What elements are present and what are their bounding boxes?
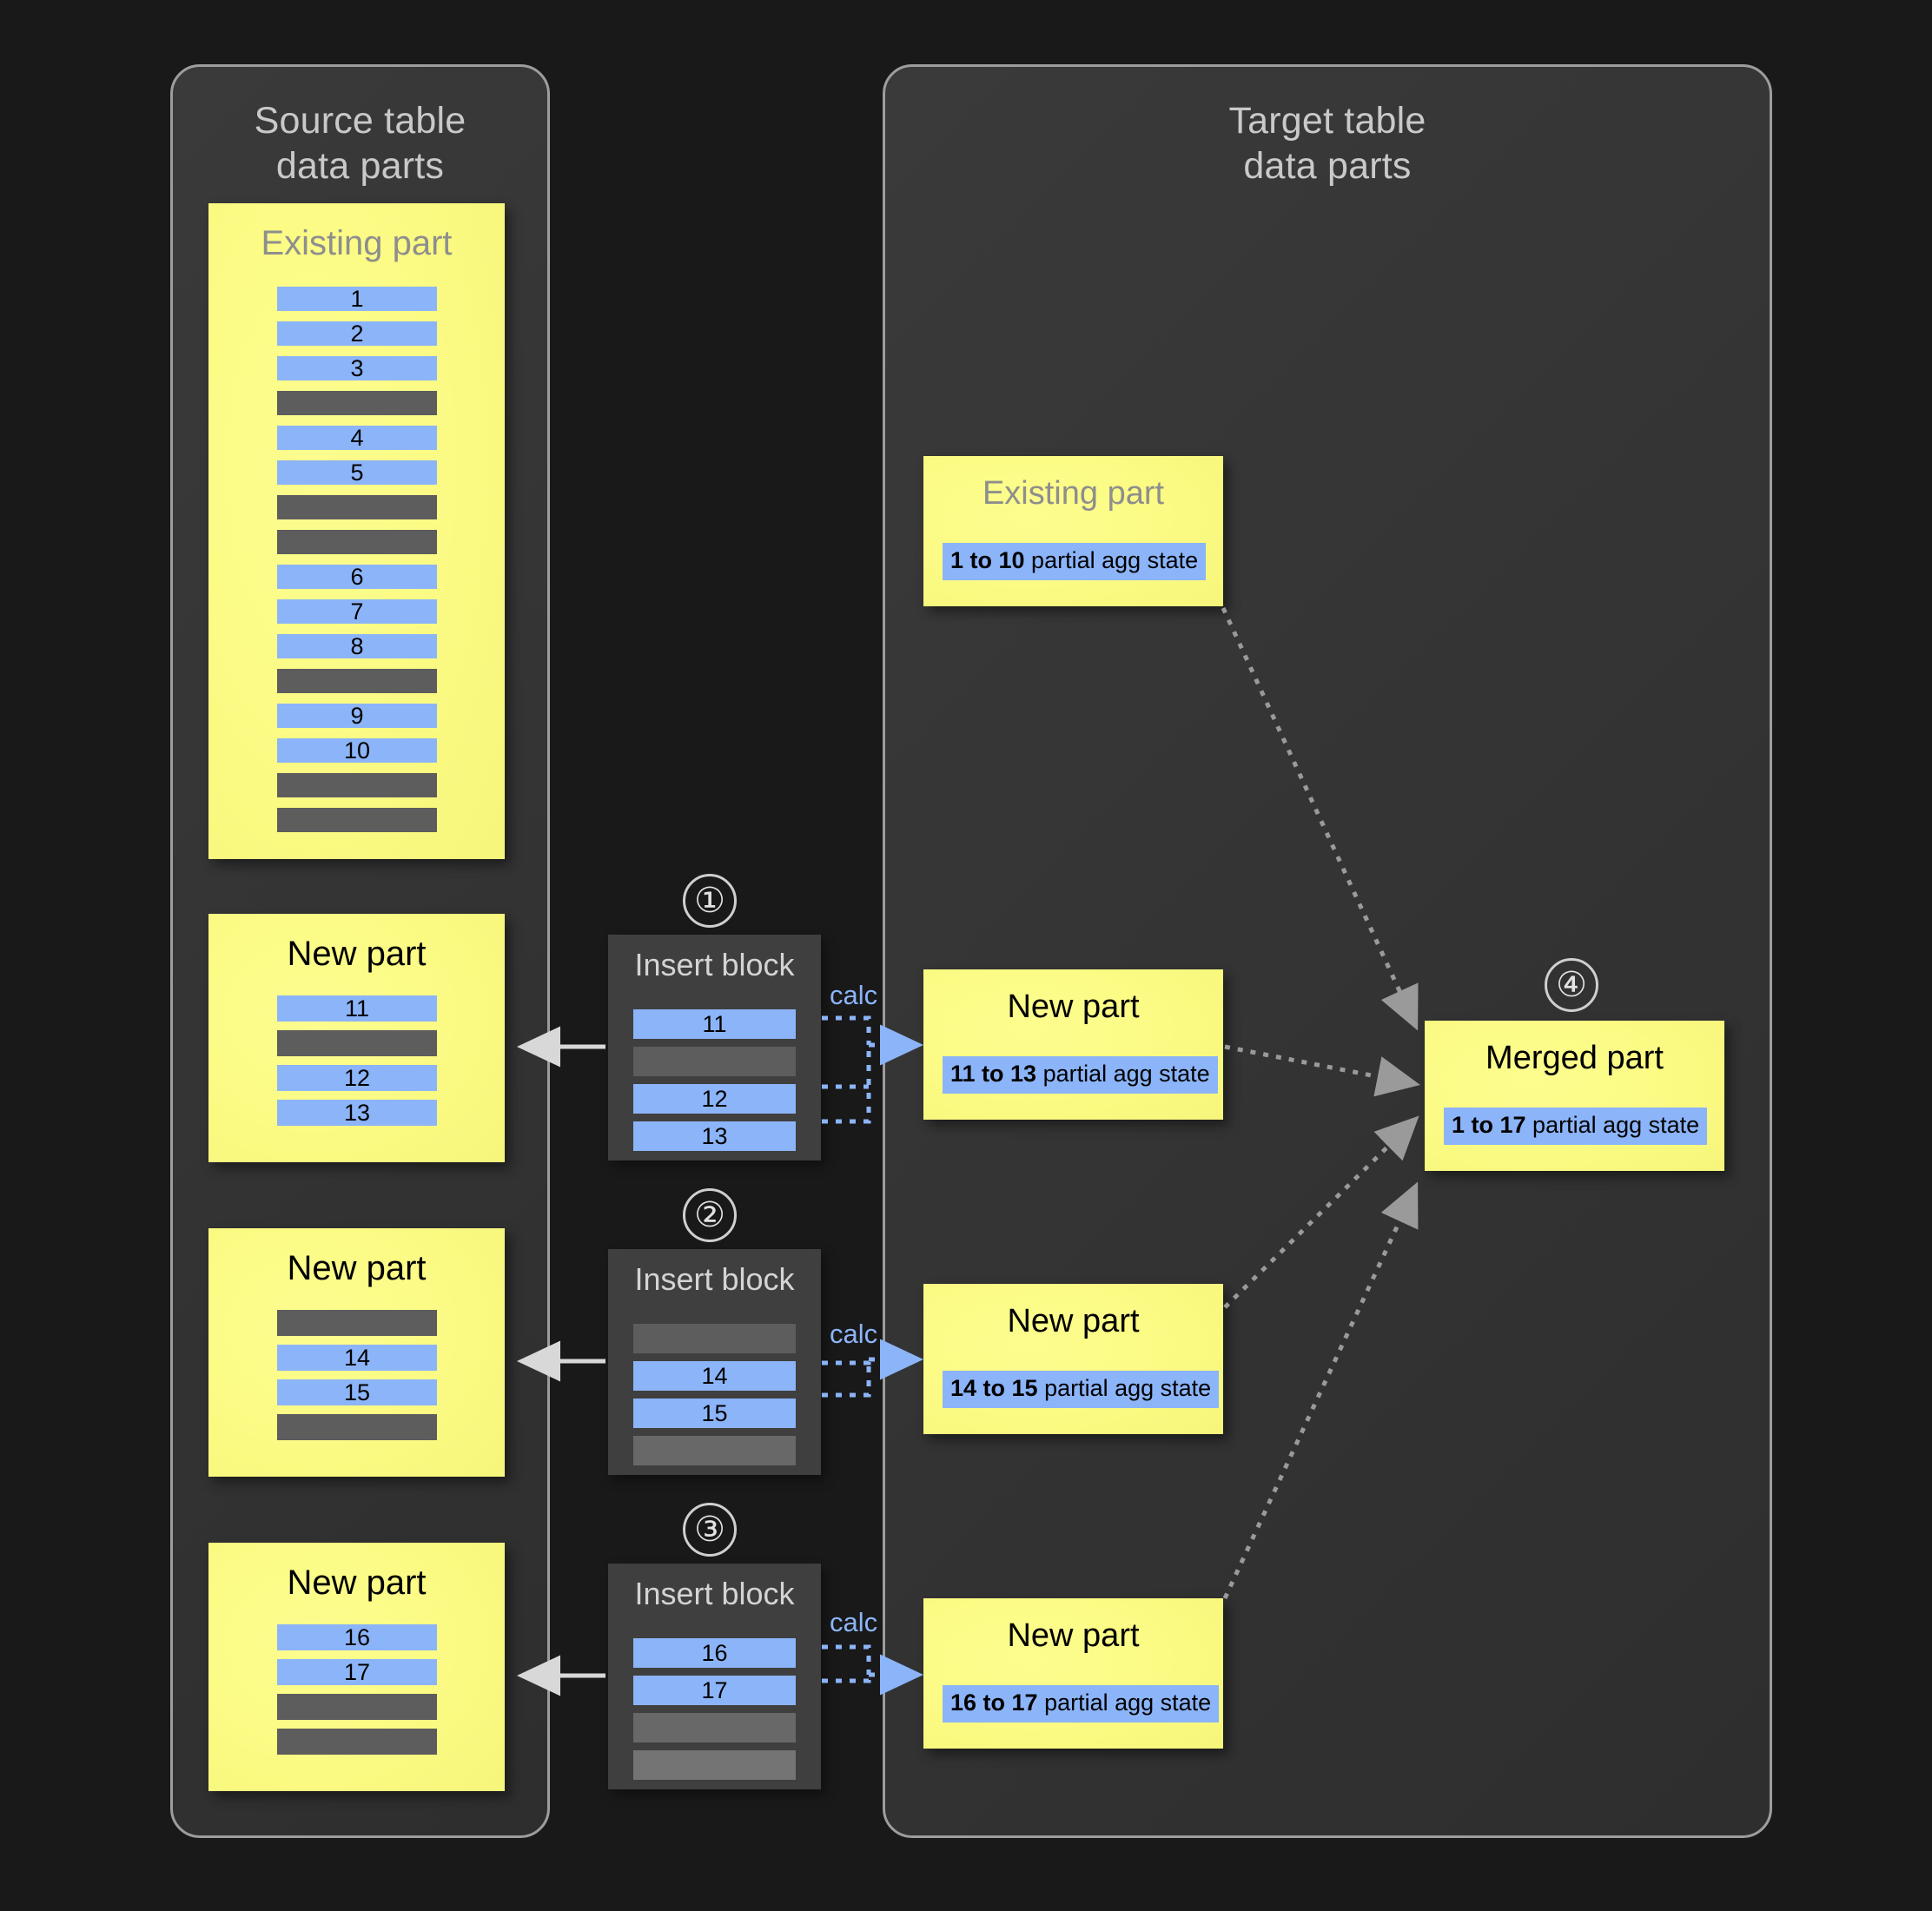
source-new-part-2: New part 14 15 [208,1228,505,1477]
insert-block-3-title: Insert block [634,1576,795,1611]
insert-block-1: Insert block 11 12 13 [608,935,821,1160]
data-row: 2 [277,321,437,346]
target-table-title: Target table data parts [1228,100,1426,188]
target-table-panel: Target table data parts [883,64,1772,1838]
data-row: 12 [277,1065,437,1091]
data-row-empty [277,1694,437,1720]
data-row: 5 [277,460,437,485]
agg-range: 14 to 15 [950,1375,1038,1401]
target-new-part-2-title: New part [1007,1303,1140,1339]
target-new-part-1-agg-chip: 11 to 13 partial agg state [943,1056,1218,1094]
data-row: 14 [277,1345,437,1371]
data-row-empty [633,1436,796,1465]
agg-range: 11 to 13 [950,1061,1037,1087]
insert-block-3: Insert block 16 17 [608,1564,821,1789]
data-row: 4 [277,426,437,450]
target-existing-part: Existing part 1 to 10 partial agg state [923,456,1223,606]
data-row-empty [277,1729,437,1755]
data-row-empty [277,391,437,415]
insert-block-2: Insert block 14 15 [608,1249,821,1475]
agg-range: 1 to 10 [950,547,1025,573]
data-row: 9 [277,704,437,728]
source-table-title: Source table data parts [254,100,466,188]
source-new-part-2-title: New part [287,1249,427,1287]
merged-part: Merged part 1 to 17 partial agg state [1425,1021,1724,1171]
step-3-circle: ③ [683,1503,737,1557]
data-row-empty [633,1750,796,1780]
agg-suffix: partial agg state [1037,1689,1212,1716]
source-new-part-1-title: New part [287,935,427,973]
data-row: 15 [277,1379,437,1405]
target-new-part-2: New part 14 to 15 partial agg state [923,1284,1223,1434]
agg-range: 16 to 17 [950,1689,1038,1716]
agg-suffix: partial agg state [1037,1375,1212,1401]
source-new-part-1: New part 11 12 13 [208,914,505,1162]
source-new-part-3-title: New part [287,1564,427,1602]
step-1-circle: ① [683,874,737,928]
data-row-empty [277,495,437,519]
data-row: 13 [633,1121,796,1151]
data-row: 12 [633,1084,796,1114]
data-row: 1 [277,287,437,311]
data-row: 11 [277,995,437,1022]
data-row: 8 [277,634,437,658]
target-new-part-3-agg-chip: 16 to 17 partial agg state [943,1685,1220,1723]
agg-suffix: partial agg state [1024,547,1199,573]
data-row-empty [633,1047,796,1076]
data-row: 7 [277,599,437,624]
data-row: 17 [277,1659,437,1685]
agg-suffix: partial agg state [1036,1061,1210,1087]
insert-block-2-title: Insert block [634,1261,795,1297]
source-new-part-3: New part 16 17 [208,1543,505,1791]
data-row: 17 [633,1676,796,1705]
target-new-part-1: New part 11 to 13 partial agg state [923,969,1223,1120]
insert-block-1-title: Insert block [634,947,795,982]
merged-part-agg-chip: 1 to 17 partial agg state [1444,1108,1708,1145]
data-row-empty [277,669,437,693]
data-row-empty [633,1324,796,1353]
step-4-circle: ④ [1545,958,1598,1012]
target-new-part-2-agg-chip: 14 to 15 partial agg state [943,1371,1220,1408]
data-row: 14 [633,1361,796,1391]
target-existing-part-agg-chip: 1 to 10 partial agg state [943,543,1207,580]
data-row-empty [277,530,437,554]
data-row-empty [277,1310,437,1336]
source-existing-part-title: Existing part [261,224,453,262]
target-existing-part-title: Existing part [982,475,1165,512]
merged-part-title: Merged part [1485,1040,1664,1076]
target-new-part-1-title: New part [1007,989,1140,1025]
calc-label-1: calc [830,980,878,1010]
data-row-empty [277,1414,437,1440]
data-row-empty [277,1030,437,1056]
step-2-circle: ② [683,1188,737,1242]
source-existing-part: Existing part 1 2 3 4 5 6 7 8 9 10 [208,203,505,859]
data-row: 11 [633,1009,796,1039]
data-row: 16 [633,1638,796,1668]
agg-suffix: partial agg state [1525,1112,1700,1138]
data-row: 3 [277,356,437,380]
data-row-empty [277,808,437,832]
data-row: 15 [633,1399,796,1428]
target-new-part-3: New part 16 to 17 partial agg state [923,1598,1223,1749]
target-new-part-3-title: New part [1007,1617,1140,1654]
calc-label-3: calc [830,1607,878,1637]
data-row-empty [633,1713,796,1742]
data-row: 13 [277,1100,437,1126]
data-row: 10 [277,738,437,763]
agg-range: 1 to 17 [1452,1112,1526,1138]
data-row-empty [277,773,437,797]
calc-label-2: calc [830,1319,878,1349]
data-row: 16 [277,1624,437,1650]
data-row: 6 [277,565,437,589]
